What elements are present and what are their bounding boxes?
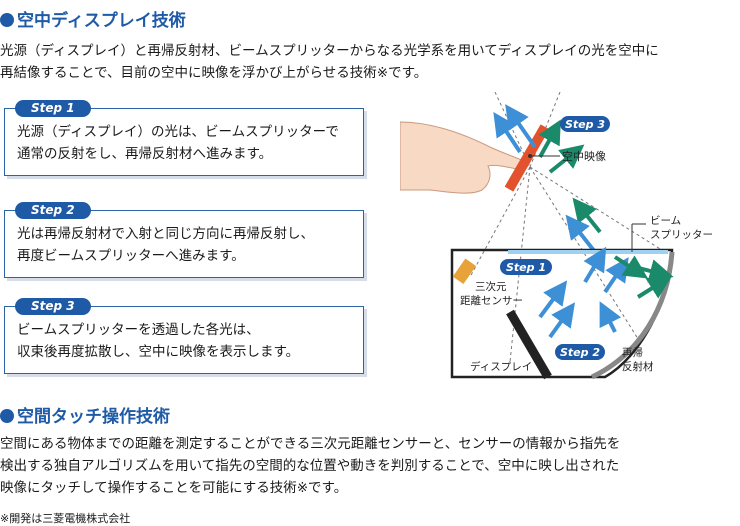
step1-box: Step 1 光源（ディスプレイ）の光は、ビームスプリッターで 通常の反射をし、…	[4, 100, 364, 176]
diagram-step3-pill	[560, 116, 610, 132]
step3-pill: Step 3	[15, 298, 91, 315]
sensor-icon	[452, 258, 477, 285]
beam-splitter-label-1: ビーム	[650, 215, 681, 227]
inner-arrows	[538, 246, 674, 339]
diagram-step3-label: Step 3	[565, 118, 605, 131]
section1-line-1: 光源（ディスプレイ）と再帰反射材、ビームスプリッターからなる光学系を用いてディス…	[0, 43, 659, 59]
step2-box: Step 2 光は再帰反射材で入射と同じ方向に再帰反射し、 再度ビームスプリッタ…	[4, 202, 364, 278]
aerial-image-bar	[504, 124, 550, 192]
footnote: ※開発は三菱電機株式会社	[0, 512, 131, 525]
ray-lines	[469, 92, 666, 363]
step2-line-1: 光は再帰反射材で入射と同じ方向に再帰反射し、	[17, 226, 314, 242]
step2-line-2: 再度ビームスプリッターへ進みます。	[17, 248, 245, 264]
step1-pill: Step 1	[15, 100, 91, 117]
section2-line-1: 空間にある物体までの距離を測定することができる三次元距離センサーと、センサーの情…	[0, 436, 621, 452]
aerial-image-label: 空中映像	[562, 149, 606, 163]
diagram-step1-pill	[500, 259, 552, 275]
section2-line-2: 検出する独自アルゴリズムを用いて指先の空間的な位置や動きを判別することで、空中に…	[0, 458, 620, 474]
upper-arrows	[493, 104, 585, 174]
section2-title: 空間タッチ操作技術	[0, 402, 170, 427]
section1-title: 空中ディスプレイ技術	[0, 6, 186, 31]
step3-line-1: ビームスプリッターを透過した各光は、	[17, 322, 260, 338]
bullet-dot-icon	[0, 409, 14, 423]
middle-arrows	[565, 197, 602, 254]
step3-line-2: 収束後再度拡散し、空中に映像を表示します。	[17, 344, 300, 360]
bullet-dot-icon	[0, 13, 14, 27]
retro-label-1: 再帰	[622, 346, 643, 359]
sensor-label-2: 距離センサー	[460, 294, 523, 307]
sensor-label-1: 三次元	[475, 280, 507, 293]
diagram-step2-label: Step 2	[560, 346, 600, 359]
section1-line-2: 再結像することで、目前の空中に映像を浮かび上がらせる技術※です。	[0, 65, 428, 81]
section2-line-3: 映像にタッチして操作することを可能にする技術※です。	[0, 480, 348, 496]
beam-splitter-label-2: スプリッター	[650, 229, 713, 241]
step1-line-1: 光源（ディスプレイ）の光は、ビームスプリッターで	[17, 124, 339, 140]
optics-diagram: Step 3 空中映像 Step 1 三次元 距離センサー Step 2 ディス…	[400, 92, 713, 380]
diagram-step2-pill	[555, 344, 605, 360]
display-label: ディスプレイ	[470, 360, 532, 373]
display-panel	[506, 309, 552, 380]
step3-box: Step 3 ビームスプリッターを透過した各光は、 収束後再度拡散し、空中に映像…	[4, 298, 364, 374]
diagram-step1-label: Step 1	[506, 261, 546, 274]
step1-line-2: 通常の反射をし、再帰反射材へ進みます。	[17, 146, 273, 162]
retro-label-2: 反射材	[622, 360, 654, 373]
step2-pill: Step 2	[15, 202, 91, 219]
